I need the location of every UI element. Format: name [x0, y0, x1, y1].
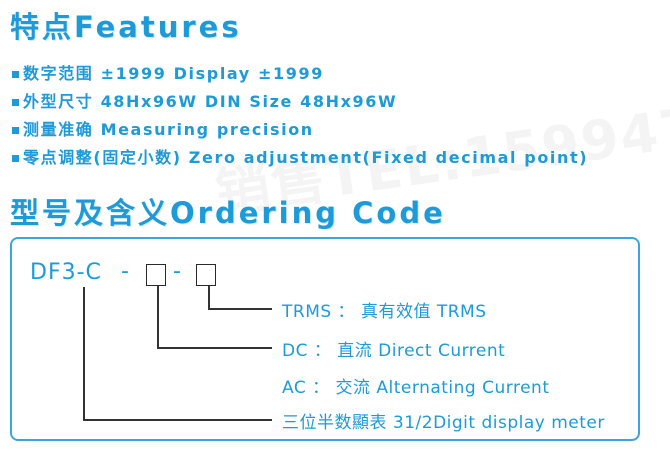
connector-line [83, 287, 85, 420]
feature-item: 测量准确 Measuring precision [12, 116, 588, 144]
square-bullet-icon [12, 98, 19, 106]
square-bullet-icon [12, 126, 19, 134]
features-heading: 特点Features [10, 10, 242, 44]
desc-dc: DC ： 直流 Direct Current [282, 341, 506, 361]
desc-digit-display: 三位半数顯表 31/2Digit display meter [282, 413, 605, 433]
feature-item: 外型尺寸 48Hx96W DIN Size 48Hx96W [12, 88, 588, 116]
connector-line [208, 308, 272, 310]
ordering-code-panel [10, 237, 640, 441]
connector-line [157, 286, 159, 348]
feature-text: 外型尺寸 48Hx96W DIN Size 48Hx96W [23, 92, 398, 111]
separator-dash: - [173, 259, 181, 284]
option-slot-1 [146, 264, 166, 286]
separator-dash: - [121, 259, 129, 284]
feature-text: 测量准确 Measuring precision [23, 120, 314, 139]
connector-line [157, 347, 272, 349]
ordering-code-heading: 型号及含义Ordering Code [10, 196, 446, 230]
model-prefix: DF3-C [30, 260, 102, 285]
square-bullet-icon [12, 154, 19, 162]
feature-text: 数字范围 ±1999 Display ±1999 [23, 64, 324, 83]
feature-text: 零点调整(固定小数) Zero adjustment(Fixed decimal… [23, 148, 589, 167]
connector-line [208, 286, 210, 309]
feature-item: 零点调整(固定小数) Zero adjustment(Fixed decimal… [12, 144, 588, 172]
features-list: 数字范围 ±1999 Display ±1999 外型尺寸 48Hx96W DI… [12, 60, 588, 172]
desc-ac: AC ： 交流 Alternating Current [282, 378, 550, 398]
square-bullet-icon [12, 70, 19, 78]
desc-trms: TRMS ： 真有效值 TRMS [282, 302, 487, 322]
feature-item: 数字范围 ±1999 Display ±1999 [12, 60, 588, 88]
connector-line [83, 419, 272, 421]
option-slot-2 [196, 264, 216, 286]
